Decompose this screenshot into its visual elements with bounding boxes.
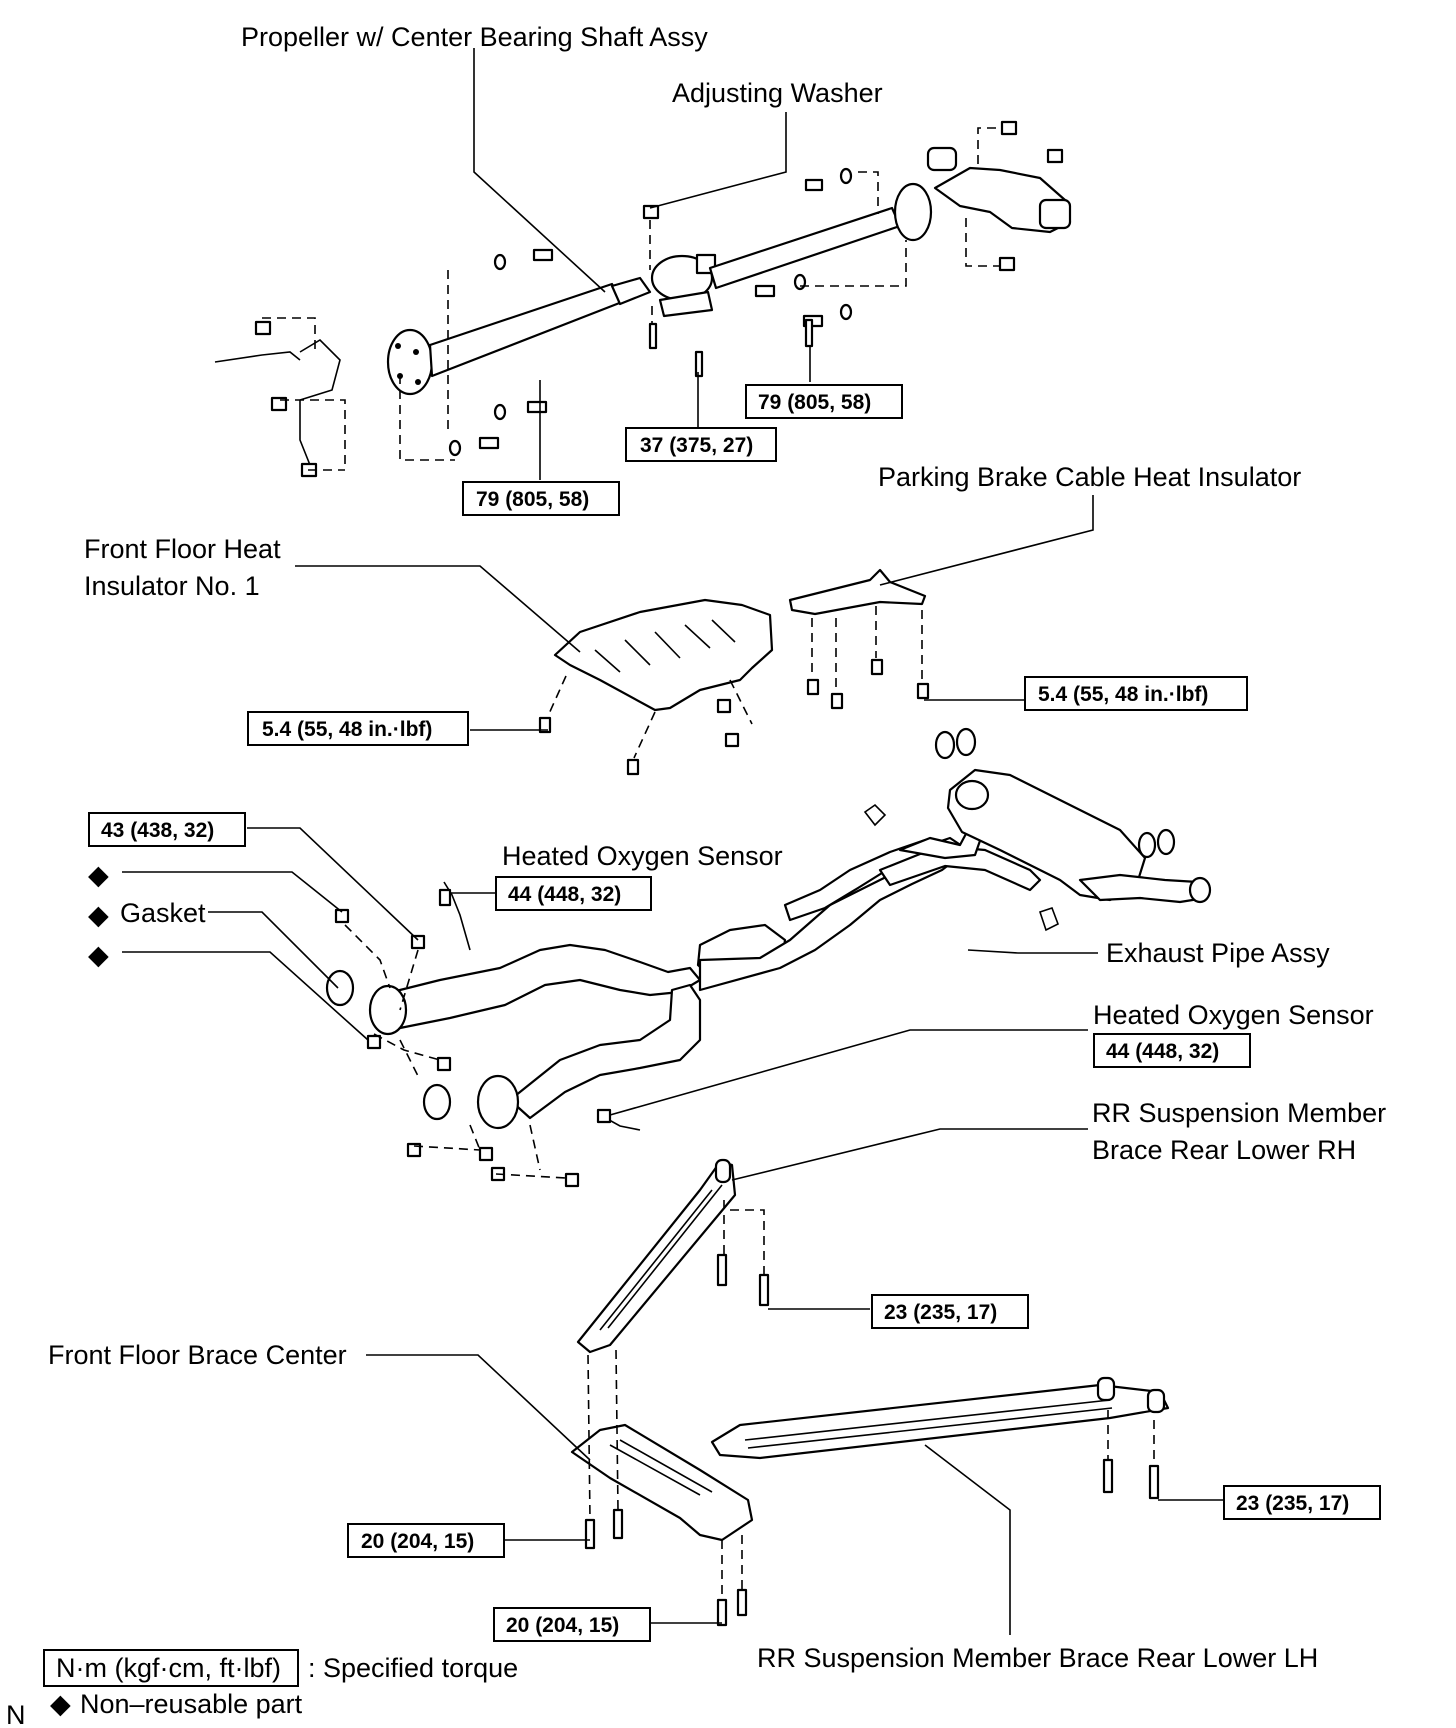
legend-diamond-symbol: ◆ bbox=[50, 1689, 71, 1719]
svg-text:5.4 (55, 48 in.·lbf): 5.4 (55, 48 in.·lbf) bbox=[1038, 683, 1208, 706]
label-rr-brace-rh-1: RR Suspension Member bbox=[1092, 1098, 1386, 1128]
non-reusable-markers: ◆ ◆ ◆ bbox=[88, 860, 109, 970]
label-heated-o2-upper: Heated Oxygen Sensor bbox=[502, 841, 783, 871]
svg-text:44 (448, 32): 44 (448, 32) bbox=[508, 883, 621, 906]
torque-boxes: 79 (805, 58) 37 (375, 27) 79 (805, 58) 5… bbox=[88, 384, 1381, 1642]
label-front-floor-brace: Front Floor Brace Center bbox=[48, 1340, 347, 1370]
svg-text:5.4 (55, 48 in.·lbf): 5.4 (55, 48 in.·lbf) bbox=[262, 718, 432, 741]
legend-unit-text: N·m (kgf·cm, ft·lbf) bbox=[56, 1653, 281, 1683]
propeller-shaft-group bbox=[214, 120, 1072, 478]
diamond-marker-1: ◆ bbox=[88, 860, 109, 890]
torque-box-parking-insulator: 5.4 (55, 48 in.·lbf) bbox=[1024, 676, 1248, 711]
svg-text:44 (448, 32): 44 (448, 32) bbox=[1106, 1040, 1219, 1063]
prop-fasteners bbox=[254, 120, 1064, 478]
torque-box-prop-rear: 79 (805, 58) bbox=[745, 384, 903, 419]
svg-text:20 (204, 15): 20 (204, 15) bbox=[506, 1614, 619, 1637]
torque-box-manifold-nut: 43 (438, 32) bbox=[88, 812, 246, 847]
label-propeller: Propeller w/ Center Bearing Shaft Assy bbox=[241, 22, 708, 52]
label-gasket: Gasket bbox=[120, 898, 206, 928]
torque-box-brace-lh: 23 (235, 17) bbox=[1223, 1485, 1381, 1520]
heat-insulators-group bbox=[538, 568, 930, 776]
legend: N·m (kgf·cm, ft·lbf) : Specified torque … bbox=[6, 1649, 518, 1728]
svg-text:23 (235, 17): 23 (235, 17) bbox=[1236, 1492, 1349, 1515]
svg-text:43 (438, 32): 43 (438, 32) bbox=[101, 819, 214, 842]
leader-lines bbox=[122, 48, 1223, 1635]
svg-text:79 (805, 58): 79 (805, 58) bbox=[758, 391, 871, 414]
label-heated-o2-lower: Heated Oxygen Sensor bbox=[1093, 1000, 1374, 1030]
diamond-marker-3: ◆ bbox=[88, 940, 109, 970]
svg-text:37 (375, 27): 37 (375, 27) bbox=[640, 434, 753, 457]
svg-text:23 (235, 17): 23 (235, 17) bbox=[884, 1301, 997, 1324]
part-labels: Propeller w/ Center Bearing Shaft Assy A… bbox=[48, 22, 1386, 1673]
legend-unit-box bbox=[43, 1649, 299, 1687]
label-exhaust-pipe: Exhaust Pipe Assy bbox=[1106, 938, 1330, 968]
exhaust-pipe-group bbox=[325, 727, 1212, 1188]
legend-unit-desc: : Specified torque bbox=[308, 1653, 518, 1683]
torque-box-floor-brace-1: 20 (204, 15) bbox=[347, 1523, 505, 1558]
torque-box-center-bearing: 37 (375, 27) bbox=[625, 427, 777, 462]
torque-box-prop-front: 79 (805, 58) bbox=[462, 481, 620, 516]
torque-box-o2-upper: 44 (448, 32) bbox=[495, 876, 652, 911]
torque-box-floor-insulator: 5.4 (55, 48 in.·lbf) bbox=[247, 711, 469, 746]
torque-box-brace-rh: 23 (235, 17) bbox=[871, 1294, 1029, 1329]
svg-text:79 (805, 58): 79 (805, 58) bbox=[476, 488, 589, 511]
label-adjusting-washer: Adjusting Washer bbox=[672, 78, 883, 108]
braces-group bbox=[570, 1158, 1170, 1627]
svg-text:20 (204, 15): 20 (204, 15) bbox=[361, 1530, 474, 1553]
diamond-marker-2: ◆ bbox=[88, 900, 109, 930]
label-parking-brake-insulator: Parking Brake Cable Heat Insulator bbox=[878, 462, 1301, 492]
torque-box-o2-lower: 44 (448, 32) bbox=[1093, 1033, 1251, 1068]
legend-non-reusable: Non–reusable part bbox=[80, 1689, 303, 1719]
torque-box-floor-brace-2: 20 (204, 15) bbox=[493, 1607, 651, 1642]
label-rr-brace-rh-2: Brace Rear Lower RH bbox=[1092, 1135, 1356, 1165]
corner-n-marker: N bbox=[6, 1700, 26, 1728]
label-front-floor-insulator-1: Front Floor Heat bbox=[84, 534, 281, 564]
label-rr-brace-lh: RR Suspension Member Brace Rear Lower LH bbox=[757, 1643, 1318, 1673]
label-front-floor-insulator-2: Insulator No. 1 bbox=[84, 571, 260, 601]
